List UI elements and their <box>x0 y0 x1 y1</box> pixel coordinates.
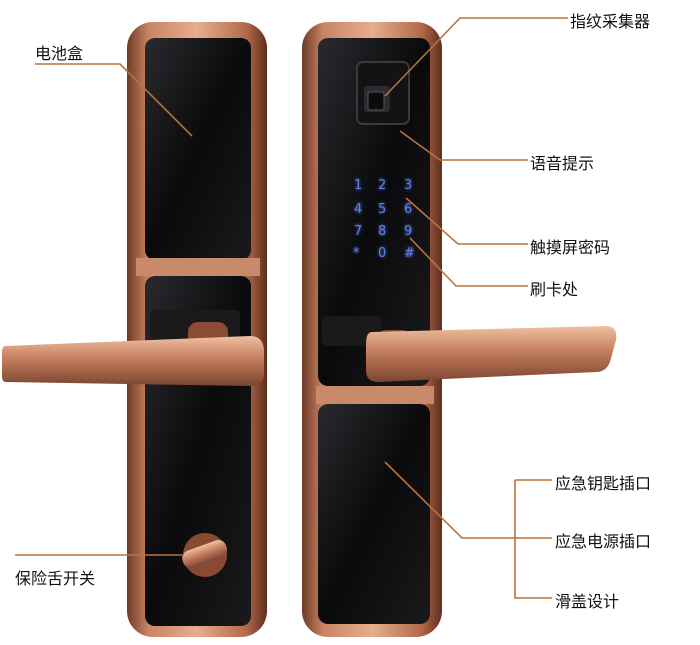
label-touch-password: 触摸屏密码 <box>530 238 611 257</box>
key-6[interactable]: 6 <box>404 202 413 217</box>
key-5[interactable]: 5 <box>378 202 387 217</box>
right-handle <box>366 326 617 382</box>
key-3[interactable]: 3 <box>404 178 413 193</box>
left-handle <box>2 322 264 386</box>
label-battery-box: 电池盒 <box>35 44 84 63</box>
key-1[interactable]: 1 <box>354 178 363 193</box>
label-voice-prompt: 语音提示 <box>530 154 595 173</box>
label-safety-tongue-switch: 保险舌开关 <box>15 569 96 588</box>
key-2[interactable]: 2 <box>378 178 387 193</box>
key-4[interactable]: 4 <box>354 202 363 217</box>
leader-lines <box>15 17 568 599</box>
right-lock-body <box>302 22 442 637</box>
key-7[interactable]: 7 <box>354 224 363 239</box>
key-0[interactable]: 0 <box>378 246 387 261</box>
sliding-cover <box>318 404 430 624</box>
key-star[interactable]: * <box>353 246 360 261</box>
label-fingerprint-reader: 指纹采集器 <box>570 12 651 31</box>
key-8[interactable]: 8 <box>378 224 387 239</box>
label-emergency-power: 应急电源插口 <box>555 532 652 551</box>
battery-cover <box>145 38 251 260</box>
label-emergency-key: 应急钥匙插口 <box>555 474 652 493</box>
label-sliding-cover: 滑盖设计 <box>555 592 620 611</box>
label-card-swipe: 刷卡处 <box>530 280 579 299</box>
key-hash[interactable]: # <box>404 246 415 261</box>
key-9[interactable]: 9 <box>404 224 413 239</box>
